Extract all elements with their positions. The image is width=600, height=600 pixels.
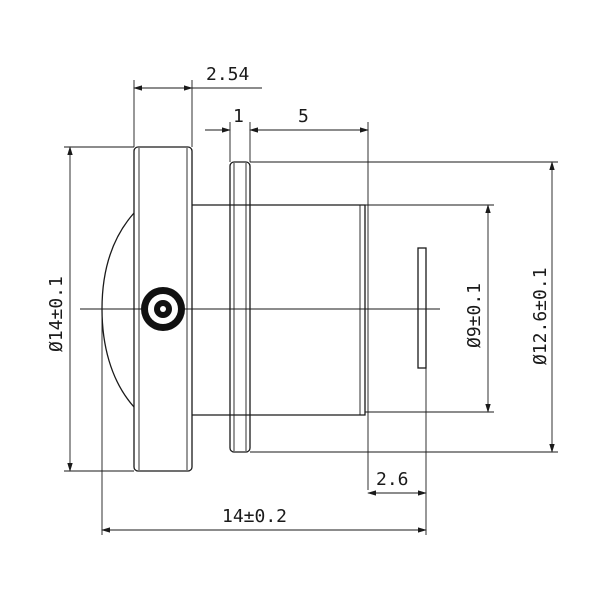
center-mark-dot [160, 306, 166, 312]
front-glass-dome [101, 212, 135, 408]
dim-total-length: 14±0.2 [101, 309, 427, 535]
dim-barrel-diameter-label: Ø9±0.1 [464, 283, 485, 348]
dim-total-length-label: 14±0.2 [222, 506, 287, 527]
lens-body [80, 146, 440, 472]
dim-flange-diameter: Ø14±0.1 [46, 146, 134, 472]
dim-ring-barrel: 1 5 [205, 106, 369, 490]
dim-barrel-diameter: Ø9±0.1 [365, 204, 494, 413]
dim-flange-diameter-label: Ø14±0.1 [46, 276, 67, 352]
dim-ring-width-label: 1 [233, 106, 244, 127]
dim-back-length-label: 2.6 [376, 469, 409, 490]
dim-flange-width-label: 2.54 [206, 64, 249, 85]
dim-back-length: 2.6 [367, 368, 427, 535]
rear-filter [417, 247, 427, 369]
dim-flange-width: 2.54 [133, 64, 262, 147]
dim-barrel-length-label: 5 [298, 106, 309, 127]
locking-ring [229, 161, 251, 453]
lens-barrel [192, 204, 366, 416]
dim-ring-diameter-label: Ø12.6±0.1 [530, 267, 551, 365]
dim-ring-diameter: Ø12.6±0.1 [250, 161, 558, 453]
